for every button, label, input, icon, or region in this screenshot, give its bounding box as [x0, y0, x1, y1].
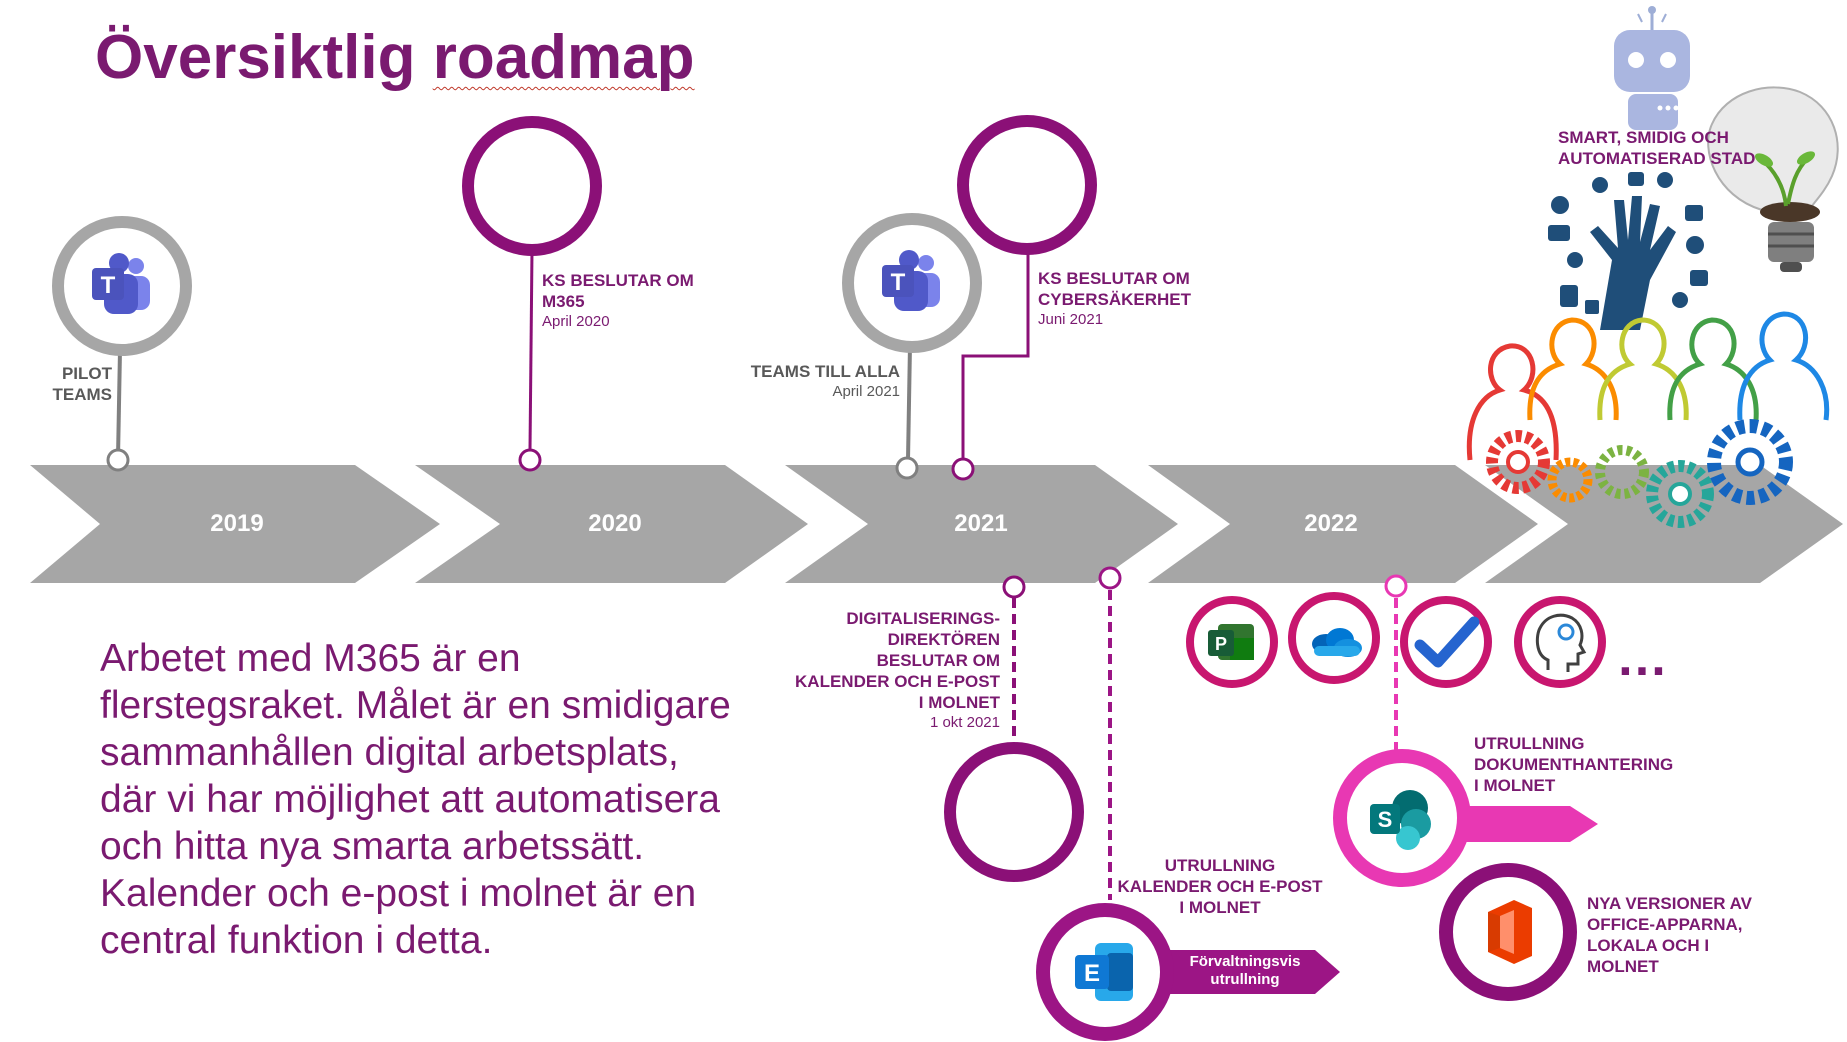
label-digidir-line4: KALENDER OCH E-POST	[795, 672, 1000, 691]
robot-icon	[1614, 6, 1690, 130]
label-rollout-docs-line1: UTRULLNING	[1474, 734, 1585, 753]
tag-rollout-mail: Förvaltningsvis utrullning	[1170, 953, 1320, 989]
label-m365-date: April 2020	[542, 313, 610, 330]
label-digidir: DIGITALISERINGS- DIREKTÖREN BESLUTAR OM …	[760, 608, 1000, 732]
office-icon	[1488, 900, 1532, 964]
label-rollout-mail-line3: I MOLNET	[1179, 898, 1261, 917]
label-digidir-line2: DIREKTÖREN	[887, 630, 1000, 649]
label-pilot-line1: PILOT	[61, 364, 112, 383]
label-m365-line1: KS BESLUTAR OM	[542, 271, 694, 290]
year-label-2019: 2019	[210, 510, 263, 537]
label-cyber-line2: CYBERSÄKERHET	[1038, 290, 1192, 309]
connector-pilot-teams	[116, 349, 122, 459]
label-digidir-date: 1 okt 2021	[929, 714, 1000, 731]
year-label-2021: 2021	[954, 510, 1007, 537]
label-digidir-line1: DIGITALISERINGS-	[846, 609, 1000, 628]
exchange-icon: E	[1075, 943, 1133, 1001]
label-teams-all-date: April 2021	[832, 383, 900, 400]
year-label-2020: 2020	[588, 510, 641, 537]
label-pilot-line2: TEAMS	[52, 385, 113, 404]
milestone-circle-cyber	[957, 115, 1097, 255]
label-ks-cyber: KS BESLUTAR OM CYBERSÄKERHET Juni 2021	[1038, 268, 1191, 329]
chevron-2019	[30, 465, 440, 583]
svg-text:T: T	[101, 272, 116, 299]
label-office-line1: NYA VERSIONER AV	[1587, 894, 1753, 913]
label-m365-line2: M365	[542, 292, 585, 311]
chevron-2021	[785, 465, 1178, 583]
body-text: Arbetet med M365 är en flerstegsraket. M…	[100, 637, 731, 962]
marker-dot-digidir	[1002, 575, 1026, 599]
chevron-2022	[1148, 465, 1538, 583]
more-apps-ellipsis: …	[1616, 629, 1672, 687]
label-teams-all-line1: TEAMS TILL ALLA	[750, 362, 900, 381]
label-smart-line1: SMART, SMIDIG OCH	[1558, 128, 1729, 147]
label-smart-city: SMART, SMIDIG OCH AUTOMATISERAD STAD	[1558, 127, 1755, 169]
gears	[1486, 419, 1793, 528]
chevron-2020	[415, 465, 808, 583]
marker-dot-teams-all	[895, 456, 919, 480]
onedrive-icon	[1312, 628, 1362, 657]
label-office-line2: OFFICE-APPARNA,	[1587, 915, 1743, 934]
people-gears-icon	[1466, 311, 1830, 461]
tag-arrow-rollout-docs	[1450, 806, 1598, 842]
app-circle-todo	[1400, 596, 1492, 688]
todo-icon	[1414, 616, 1480, 668]
label-office-line3: LOKALA OCH I	[1587, 936, 1710, 955]
label-teams-all: TEAMS TILL ALLA April 2021	[700, 361, 900, 401]
milestone-circle-m365	[462, 116, 602, 256]
label-cyber-date: Juni 2021	[1038, 311, 1104, 328]
label-rollout-docs: UTRULLNING DOKUMENTHANTERING I MOLNET	[1474, 733, 1673, 796]
label-rollout-mail: UTRULLNING KALENDER OCH E-POST I MOLNET	[1110, 855, 1330, 918]
marker-dot-rollout-docs	[1384, 574, 1408, 598]
connector-ks-m365	[528, 249, 534, 451]
svg-text:E: E	[1084, 960, 1100, 987]
title-part2: roadmap	[432, 23, 695, 92]
svg-text:S: S	[1378, 807, 1393, 832]
marker-dot-m365	[518, 448, 542, 472]
milestone-circle-digidir	[944, 742, 1084, 882]
marker-dot-pilot	[106, 448, 130, 472]
page-title: Översiktlig roadmap	[95, 22, 695, 93]
label-office-versions: NYA VERSIONER AV OFFICE-APPARNA, LOKALA …	[1587, 893, 1752, 977]
ai-head-icon	[1535, 613, 1587, 672]
svg-text:P: P	[1215, 634, 1227, 654]
svg-text:T: T	[891, 269, 906, 296]
label-digidir-line5: I MOLNET	[918, 693, 1000, 712]
label-rollout-docs-line2: DOKUMENTHANTERING	[1474, 755, 1674, 774]
tag-line1: Förvaltningsvis	[1189, 953, 1301, 970]
app-circle-ai	[1514, 596, 1606, 688]
tag-arrow-rollout-mail	[1160, 950, 1340, 994]
teams-icon: T	[92, 253, 150, 314]
label-office-line4: MOLNET	[1587, 957, 1659, 976]
label-smart-line2: AUTOMATISERAD STAD	[1558, 149, 1756, 168]
label-pilot-teams: PILOT TEAMS	[40, 363, 113, 405]
label-rollout-docs-line3: I MOLNET	[1474, 776, 1556, 795]
label-digidir-line3: BESLUTAR OM	[876, 651, 1000, 670]
marker-dot-cyber	[951, 457, 975, 481]
label-ks-m365: KS BESLUTAR OM M365 April 2020	[542, 270, 694, 331]
connector-ks-cyber	[961, 248, 1030, 462]
year-label-2022: 2022	[1304, 510, 1357, 537]
connector-teams-all	[906, 344, 912, 461]
tag-line2: utrullning	[1210, 971, 1280, 988]
sharepoint-icon: S	[1370, 790, 1431, 850]
label-cyber-line1: KS BESLUTAR OM	[1038, 269, 1190, 288]
label-rollout-mail-line1: UTRULLNING	[1164, 856, 1276, 875]
tech-hand-icon	[1548, 172, 1708, 330]
marker-dot-rollout-mail	[1098, 566, 1122, 590]
project-icon: P	[1208, 624, 1254, 660]
lightbulb-icon	[1707, 86, 1839, 272]
teams-icon: T	[882, 250, 940, 311]
title-part1: Översiktlig	[95, 23, 433, 92]
label-rollout-mail-line2: KALENDER OCH E-POST	[1117, 877, 1323, 896]
